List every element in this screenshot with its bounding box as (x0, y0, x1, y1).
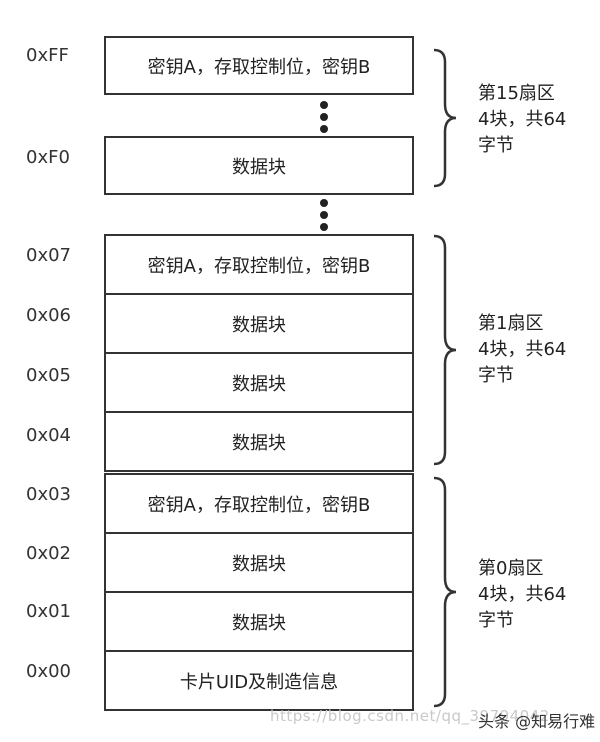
sector15-label: 第15扇区 4块，共64 字节 (478, 81, 566, 159)
sector0-data-block: 数据块 (104, 532, 414, 591)
sector0-manufacturer-block: 卡片UID及制造信息 (104, 650, 414, 711)
sector1-trailer-block: 密钥A，存取控制位，密钥B (104, 234, 414, 293)
sector0-label-line1: 第0扇区 (478, 558, 544, 579)
ellipsis-dot (320, 199, 328, 207)
ellipsis-dot (320, 223, 328, 231)
sector1-stack: 密钥A，存取控制位，密钥B 数据块 数据块 数据块 (104, 234, 414, 472)
sector15-label-line3: 字节 (478, 135, 514, 156)
address-0x07: 0x07 (26, 245, 72, 266)
sector15-data-block: 数据块 (104, 136, 414, 195)
sector0-label-line2: 4块，共64 (478, 584, 567, 605)
ellipsis-dot (320, 211, 328, 219)
watermark-url: https://blog.csdn.net/qq_39794042 (270, 707, 550, 725)
sector15-label-line1: 第15扇区 (478, 83, 555, 104)
sector0-trailer-block: 密钥A，存取控制位，密钥B (104, 473, 414, 532)
address-0xff: 0xFF (26, 45, 69, 66)
sector1-label: 第1扇区 4块，共64 字节 (478, 311, 566, 389)
address-0x04: 0x04 (26, 425, 72, 446)
sector0-label-line3: 字节 (478, 610, 514, 631)
address-0x00: 0x00 (26, 661, 72, 682)
sector15-brace (433, 48, 457, 188)
address-0x06: 0x06 (26, 305, 72, 326)
sector1-label-line3: 字节 (478, 365, 514, 386)
sector15-trailer-block: 密钥A，存取控制位，密钥B (104, 36, 414, 95)
sector1-data-block: 数据块 (104, 352, 414, 411)
sector1-label-line2: 4块，共64 (478, 339, 567, 360)
sector0-stack: 密钥A，存取控制位，密钥B 数据块 数据块 卡片UID及制造信息 (104, 473, 414, 711)
address-0x03: 0x03 (26, 484, 72, 505)
address-0x01: 0x01 (26, 601, 72, 622)
address-0xf0: 0xF0 (26, 147, 70, 168)
sector15-label-line2: 4块，共64 (478, 109, 567, 130)
sector0-data-block: 数据块 (104, 591, 414, 650)
address-0x05: 0x05 (26, 365, 72, 386)
footer-credit: 头条 @知易行难 (478, 712, 596, 731)
sector1-label-line1: 第1扇区 (478, 313, 544, 334)
ellipsis-dot (320, 101, 328, 109)
sector0-brace (433, 476, 457, 708)
ellipsis-dot (320, 125, 328, 133)
address-0x02: 0x02 (26, 543, 72, 564)
sector1-data-block: 数据块 (104, 411, 414, 472)
ellipsis-dot (320, 113, 328, 121)
sector1-brace (433, 234, 457, 466)
sector1-data-block: 数据块 (104, 293, 414, 352)
sector0-label: 第0扇区 4块，共64 字节 (478, 556, 566, 634)
